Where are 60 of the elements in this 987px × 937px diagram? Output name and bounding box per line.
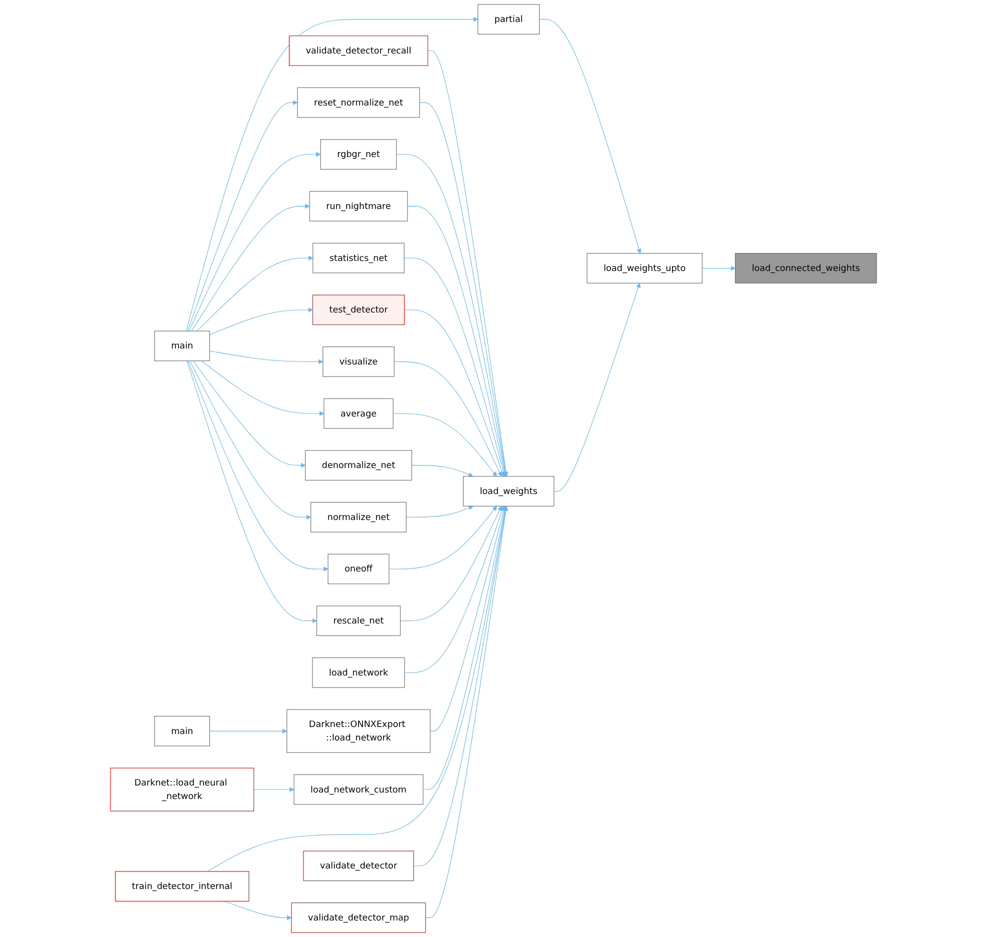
arrow [394,361,502,477]
arrow [404,310,504,477]
arrow [191,204,310,332]
arrow [209,307,313,335]
arrow [404,506,504,673]
node-box: validate_detector_recall [288,36,428,66]
arrow [539,19,642,254]
node-box: average [324,398,394,429]
arrow [554,282,641,492]
arrow [187,100,298,332]
arrow [192,360,306,468]
node-box: reset_normalize_net [297,87,420,118]
arrow [209,350,324,364]
node-box: Darknet::ONNXExport ::load_network [286,709,430,753]
arrow [186,16,478,332]
node-box: load_connected_weights [735,253,877,284]
arrow [190,360,312,520]
arrow [254,787,294,792]
arrow [224,900,292,920]
node-box: load_weights [463,476,554,506]
arrow [702,266,736,271]
node-box: main [154,716,210,746]
node-box: oneoff [328,554,390,584]
node-box: run_nightmare [309,191,408,222]
node-box: rescale_net [316,606,401,636]
arrow [396,154,508,477]
node-box: load_network_custom [294,774,424,805]
arrow [400,506,502,622]
arrow [388,506,497,570]
node-box: main [154,330,210,362]
arrow [186,360,317,624]
node-box: test_detector [312,294,405,326]
node-box: train_detector_internal [115,871,250,902]
node-box: load_weights_upto [586,253,702,284]
arrow [407,206,507,477]
arrow [188,152,321,332]
node-box: rgbgr_net [320,139,397,170]
node-box: normalize_net [310,502,406,532]
arrow [413,506,508,866]
arrow [406,506,474,518]
node-box: validate_detector [303,850,414,882]
arrow [430,506,506,732]
node-box: statistics_net [312,242,404,274]
node-box: Darknet::load_neural _network [110,768,254,812]
arrow [201,360,324,416]
arrow [422,506,508,790]
node-box: visualize [322,346,394,377]
arrow [411,465,474,477]
node-box: denormalize_net [305,450,412,480]
arrow [404,258,506,477]
node-box: load_network [312,657,405,688]
arrow [425,506,508,918]
arrow [419,102,508,477]
arrow [207,506,508,872]
arrow [196,256,314,332]
arrow [392,413,497,477]
arrow [209,728,288,734]
arrow [188,360,328,572]
node-box: partial [478,4,540,34]
node-box: validate_detector_map [291,902,426,933]
